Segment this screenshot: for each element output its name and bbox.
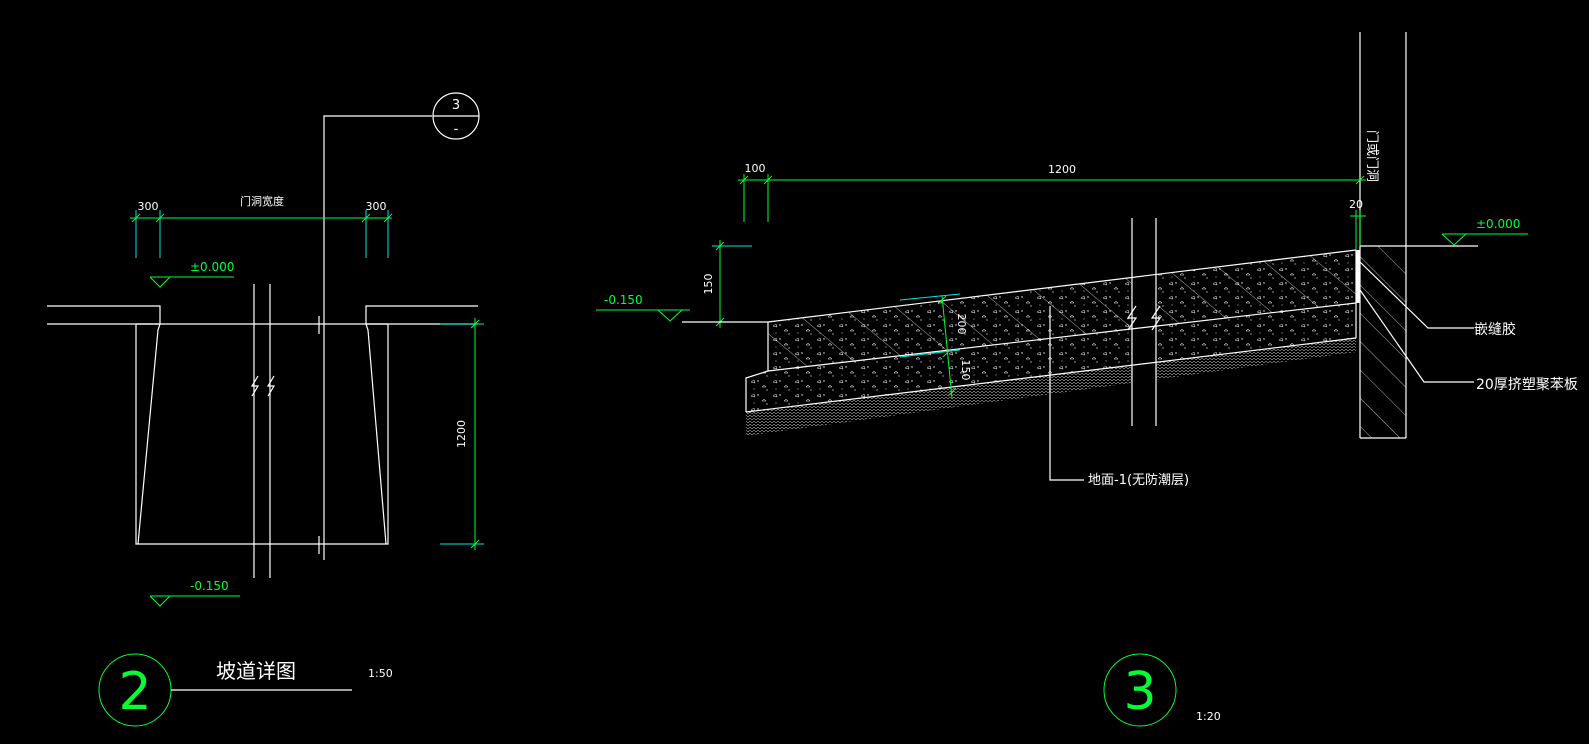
dim-tick-h2 xyxy=(470,539,480,549)
detail-3-scale: 1:20 xyxy=(1196,710,1221,723)
dim-ext-layer-mid xyxy=(899,349,961,358)
leader-joint xyxy=(1359,261,1474,329)
dim-20-text: 20 xyxy=(1349,198,1363,211)
section-cut-line xyxy=(323,115,432,560)
detail-2-number: 2 xyxy=(118,662,151,722)
dim-tick-rise-top xyxy=(715,241,725,251)
detail-3-section: 门或门洞 嵌缝胶 20厚挤塑聚苯板 地面-1(无防潮层) 100 1200 20… xyxy=(596,32,1578,727)
dim-tick-2 xyxy=(155,213,165,223)
section-callout-number: 3 xyxy=(452,98,460,113)
break-strip xyxy=(1132,214,1156,428)
dim-tick-h1 xyxy=(470,319,480,329)
dim-200-text: 200 xyxy=(955,314,968,335)
dim-right-text: 300 xyxy=(366,200,387,213)
wall-right xyxy=(365,305,478,325)
dim-tick-b xyxy=(763,175,773,185)
break-zigzag-a xyxy=(1126,305,1138,331)
soil-hatch xyxy=(746,338,1356,436)
dim-line-layers xyxy=(941,295,953,399)
ramp-top-surface xyxy=(767,249,1357,323)
leader-floor xyxy=(1049,306,1084,481)
dim-tick-3 xyxy=(361,213,371,223)
wall-left xyxy=(47,305,161,325)
label-joint: 嵌缝胶 xyxy=(1474,321,1516,338)
detail-2-scale: 1:50 xyxy=(368,667,393,680)
curb-left xyxy=(137,323,161,545)
break-zigzag-a xyxy=(250,375,260,397)
ramp-outline xyxy=(135,324,389,545)
label-board: 20厚挤塑聚苯板 xyxy=(1476,376,1578,393)
level-left-triangle xyxy=(657,309,684,322)
insulation-board xyxy=(1356,250,1360,303)
concrete-top-aggregate xyxy=(768,250,1356,371)
level-bottom-triangle xyxy=(149,595,172,607)
dim-tick-1 xyxy=(131,213,141,223)
dim-tick-layer-1 xyxy=(937,295,947,305)
detail-3-number-circle xyxy=(1103,653,1177,727)
dim-door-width-text: 门洞宽度 xyxy=(240,194,284,208)
detail-2-plan: 3 - 300 门洞宽度 300 1200 ±0.000 -0.150 2 坡道 xyxy=(47,92,484,727)
dim-height-text: 1200 xyxy=(455,420,468,448)
base-layer-aggregate xyxy=(746,303,1356,412)
break-zigzag-b xyxy=(1150,305,1162,331)
level-top-triangle xyxy=(149,276,172,288)
ramp-toe xyxy=(745,322,769,412)
label-door: 门或门洞 xyxy=(1364,130,1379,182)
level-top-text: ±0.000 xyxy=(190,260,234,274)
dim-tick-4 xyxy=(383,213,393,223)
level-right-triangle xyxy=(1441,233,1468,246)
dim-tick-layer-3 xyxy=(947,387,957,397)
wall-hatch xyxy=(1360,246,1406,438)
dim-tick-c xyxy=(1355,175,1365,185)
dim-100-text: 100 xyxy=(745,162,766,175)
curb-right xyxy=(365,323,387,545)
detail-2-title: 坡道详图 xyxy=(216,659,296,683)
label-floor: 地面-1(无防潮层) xyxy=(1088,472,1189,488)
break-zigzag-b xyxy=(266,375,276,397)
dim-tick-a xyxy=(739,175,749,185)
detail-3-number: 3 xyxy=(1123,662,1156,722)
dim-tick-layer-2 xyxy=(942,348,952,358)
dim-ext-layer-top xyxy=(899,293,961,301)
base-bottom-line xyxy=(745,337,1357,413)
level-right-text: ±0.000 xyxy=(1476,217,1520,231)
level-left-text: -0.150 xyxy=(604,293,643,307)
concrete-bottom-line xyxy=(767,302,1357,372)
dim-left-text: 300 xyxy=(138,200,159,213)
leader-board xyxy=(1359,289,1474,383)
dim-150-rise-text: 150 xyxy=(702,274,715,295)
section-callout-sheet: - xyxy=(454,122,459,137)
level-bottom-text: -0.150 xyxy=(190,579,229,593)
dim-150-layer-text: 150 xyxy=(959,360,972,381)
dim-1200-text: 1200 xyxy=(1048,163,1076,176)
